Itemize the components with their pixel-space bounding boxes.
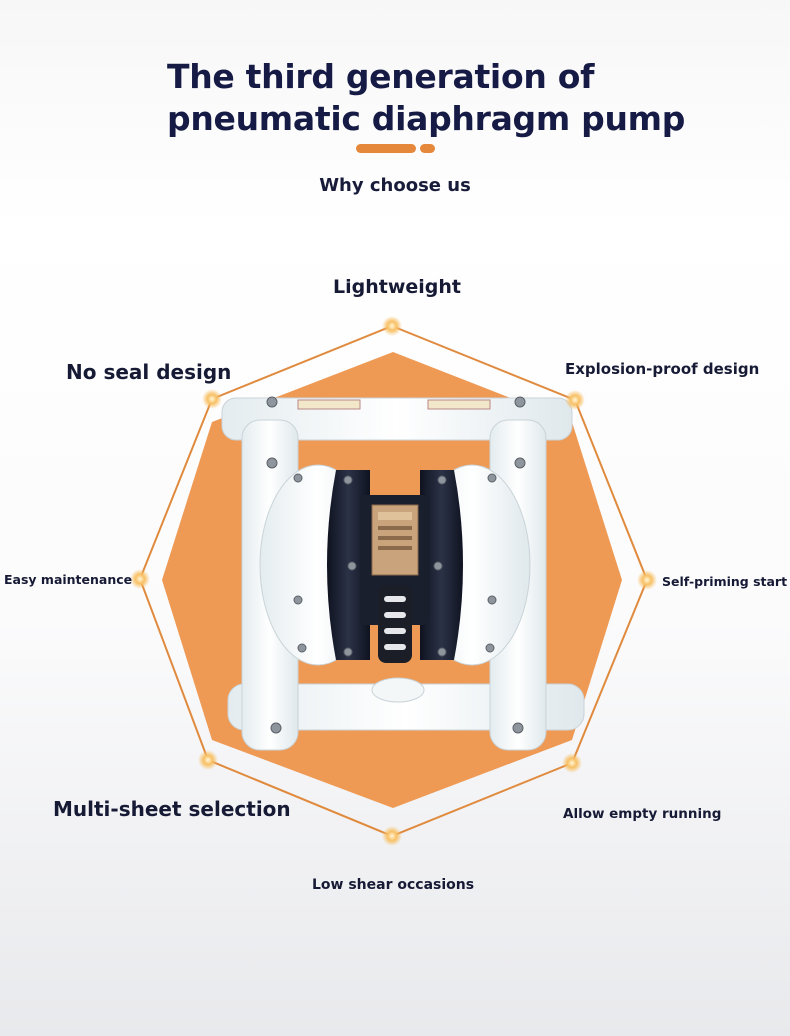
node-top-right <box>565 390 585 410</box>
pump-illustration <box>221 396 585 751</box>
feature-label-self-priming: Self-priming start <box>662 574 788 589</box>
node-bottom-left <box>198 750 218 770</box>
feature-label-empty-running: Allow empty running <box>563 806 722 822</box>
feature-label-explosion-proof: Explosion-proof design <box>565 360 760 378</box>
page-title: The third generation of pneumatic diaphr… <box>167 56 685 140</box>
title-line-2: pneumatic diaphragm pump <box>167 99 686 138</box>
feature-label-low-shear: Low shear occasions <box>312 877 475 893</box>
title-accent-bar-short <box>420 144 435 153</box>
feature-label-multi-sheet: Multi-sheet selection <box>53 797 291 821</box>
node-top <box>382 316 402 336</box>
section-subtitle: Why choose us <box>319 175 471 196</box>
node-right <box>637 570 657 590</box>
title-accent-bar-long <box>356 144 416 153</box>
title-line-1: The third generation of <box>167 57 595 96</box>
feature-label-no-seal: No seal design <box>66 360 232 384</box>
node-bottom-right <box>562 753 582 773</box>
node-top-left <box>202 389 222 409</box>
node-left <box>130 569 150 589</box>
feature-label-easy-maintenance: Easy maintenance <box>4 572 133 587</box>
feature-label-lightweight: Lightweight <box>333 276 461 298</box>
node-bottom <box>382 826 402 846</box>
vertex-nodes <box>130 316 657 846</box>
